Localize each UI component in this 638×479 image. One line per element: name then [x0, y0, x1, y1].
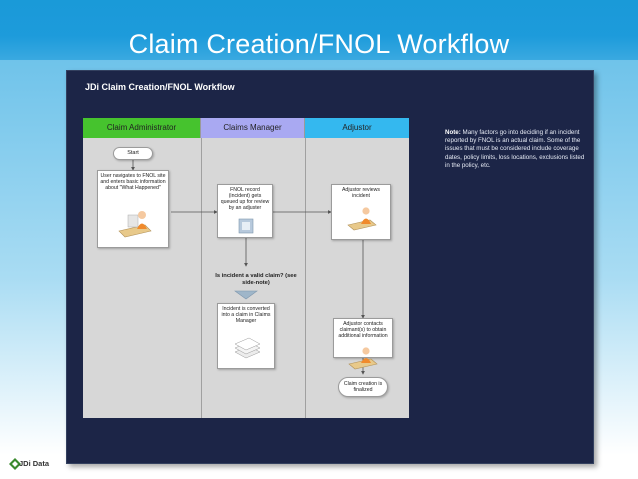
note-label: Note:: [445, 129, 461, 136]
connector-arrows: [131, 160, 365, 375]
adjustor-desk-icon: [347, 207, 377, 231]
swimlane-diagram: Claim Administrator Claims Manager Adjus…: [83, 118, 409, 418]
document-queue-icon: [238, 218, 254, 234]
person-at-desk-icon: [118, 211, 152, 238]
adjustor-contacts-text: Adjustor contacts claimant(s) to obtain …: [338, 321, 388, 339]
end-node: Claim creation is finalized: [338, 377, 388, 397]
adjustor-reviews-node: Adjustor reviews incident: [331, 184, 391, 240]
user-navigates-node: User navigates to FNOL site and enters b…: [97, 170, 169, 248]
adjustor-phone-icon: [348, 347, 378, 370]
adjustor-contacts-node: Adjustor contacts claimant(s) to obtain …: [333, 318, 393, 358]
stacked-documents-icon: [234, 337, 261, 359]
lane-header-claim-administrator: Claim Administrator: [83, 118, 201, 138]
incident-converted-text: Incident is converted into a claim in Cl…: [221, 306, 271, 324]
logo-text: JDi Data: [19, 459, 50, 468]
decision-label: Is incident a valid claim? (see side-not…: [215, 273, 297, 286]
lane-header-adjustor: Adjustor: [305, 118, 409, 138]
user-navigates-text: User navigates to FNOL site and enters b…: [100, 173, 166, 191]
decision-chevron: [234, 290, 258, 300]
slide-title: Claim Creation/FNOL Workflow: [128, 29, 510, 59]
note-text: Many factors go into deciding if an inci…: [445, 129, 585, 169]
lane-header-claims-manager: Claims Manager: [201, 118, 305, 138]
panel-title: JDi Claim Creation/FNOL Workflow: [85, 82, 235, 92]
side-note: Note: Many factors go into deciding if a…: [445, 129, 585, 170]
lane-divider: [201, 138, 202, 418]
fnol-record-text: FNOL record (incident) gets queued up fo…: [220, 187, 270, 211]
fnol-record-node: FNOL record (incident) gets queued up fo…: [217, 184, 273, 238]
slide-header-bar: [0, 0, 638, 60]
start-node: Start: [113, 147, 153, 160]
adjustor-reviews-text: Adjustor reviews incident: [341, 187, 381, 199]
incident-converted-node: Incident is converted into a claim in Cl…: [217, 303, 275, 369]
lane-divider: [305, 138, 306, 418]
workflow-panel: JDi Claim Creation/FNOL Workflow Claim A…: [66, 70, 594, 464]
jdi-logo-icon: [9, 458, 21, 470]
